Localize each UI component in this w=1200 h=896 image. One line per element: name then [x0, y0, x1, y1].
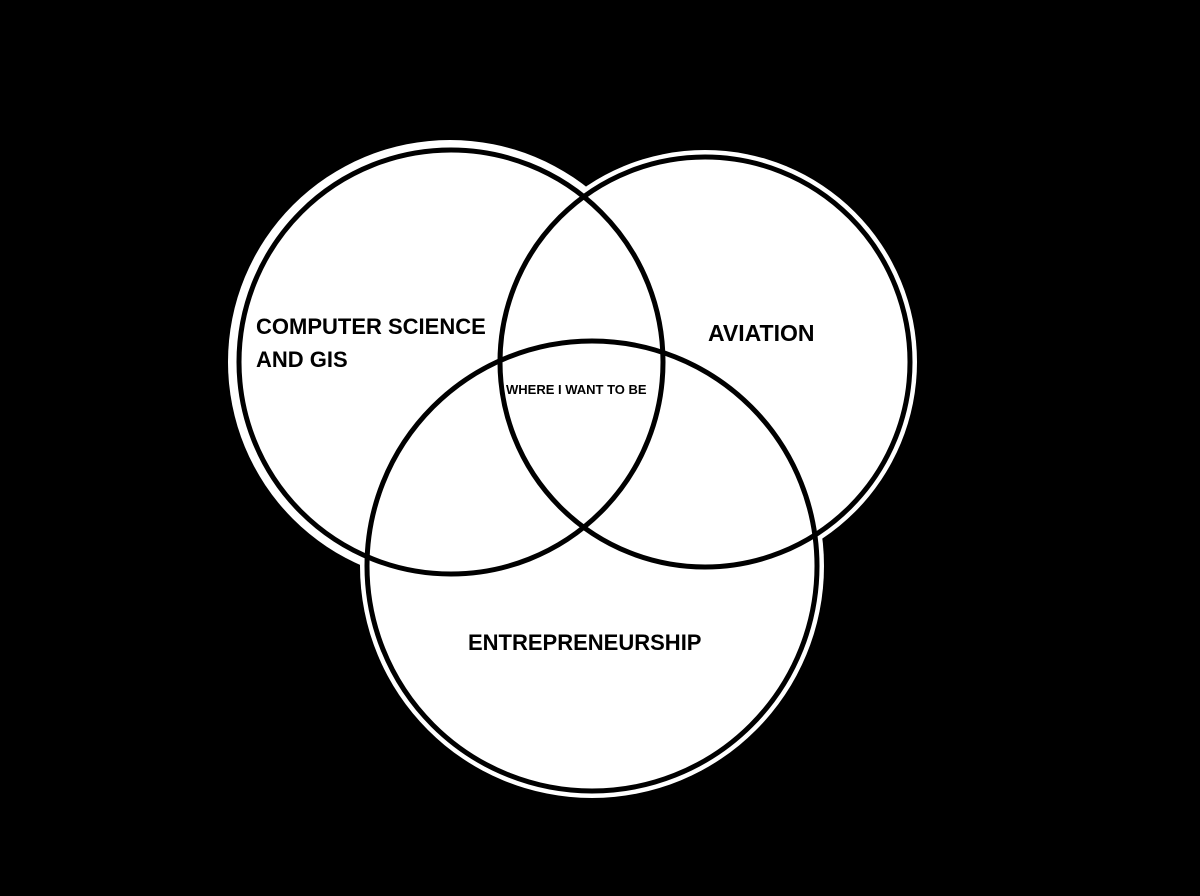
circle-entrepreneurship-outline [364, 338, 820, 794]
label-computer-science: COMPUTER SCIENCE AND GIS [256, 314, 486, 372]
circle-entrepreneurship-fill [360, 334, 824, 798]
label-center-intersection: WHERE I WANT TO BE [506, 382, 647, 397]
label-aviation: AVIATION [708, 320, 815, 346]
label-entrepreneurship: ENTREPRENEURSHIP [468, 630, 702, 655]
circle-computer-science-outline [236, 147, 666, 577]
